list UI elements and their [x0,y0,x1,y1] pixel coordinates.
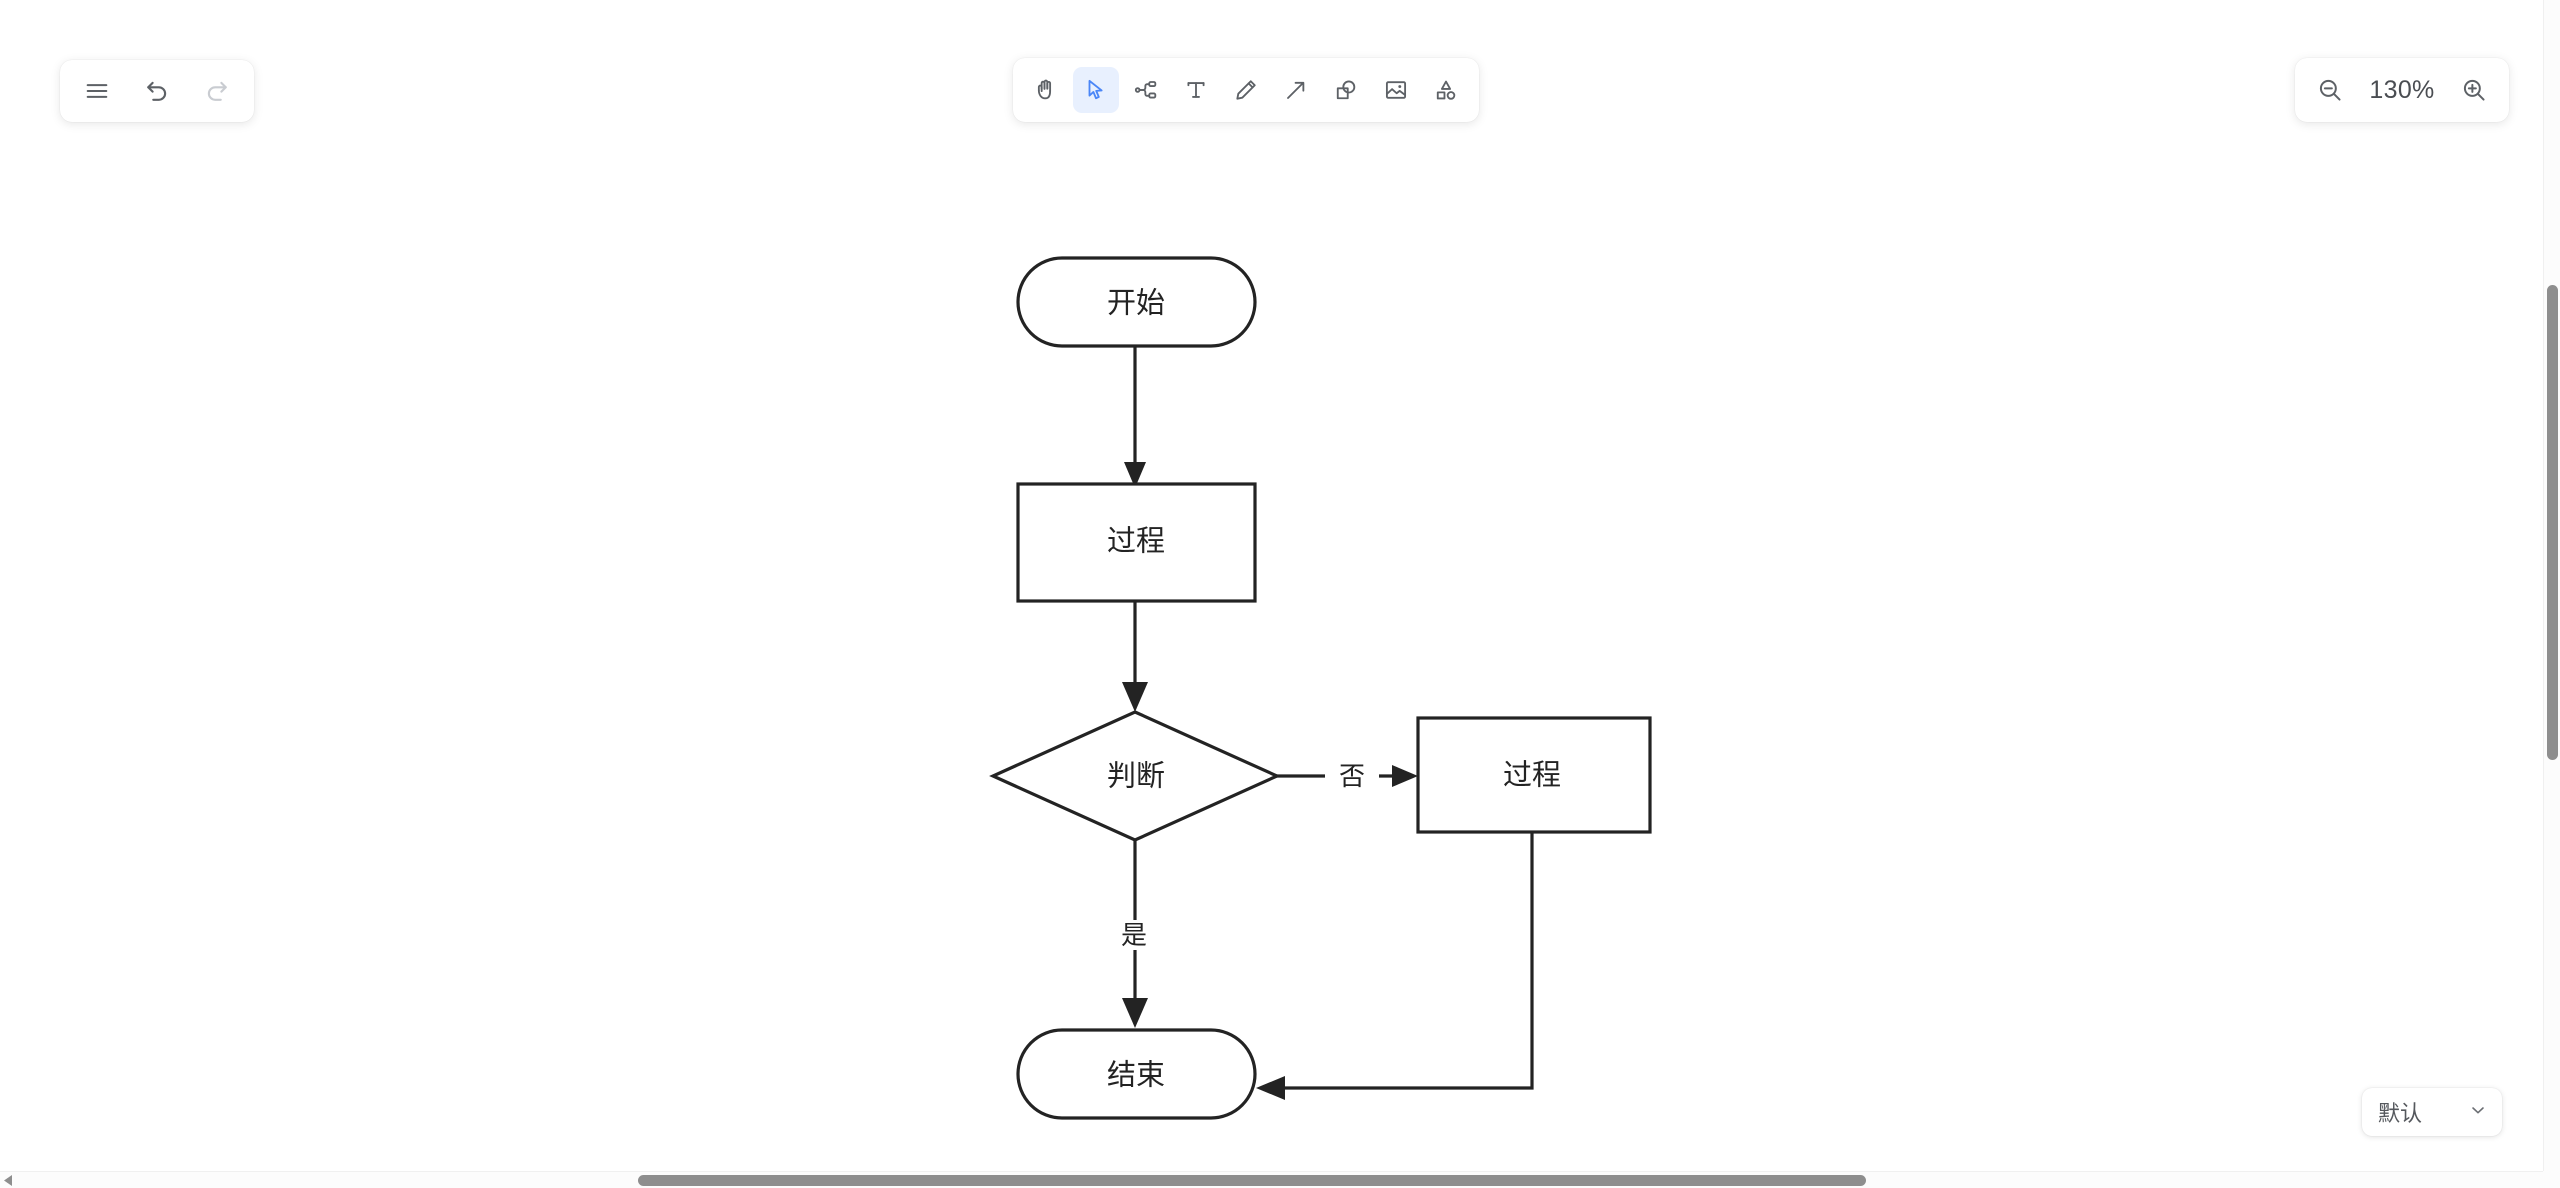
edge-decision-to-process2[interactable]: 否 [1276,761,1418,791]
node-process-2-label: 过程 [1503,759,1561,792]
tool-mindmap[interactable] [1123,67,1169,113]
edge-decision-to-end[interactable]: 是 [1121,838,1148,1028]
theme-select-value: 默认 [2378,1101,2423,1126]
undo-button[interactable] [134,68,180,114]
edge-label-yes: 是 [1121,920,1147,950]
edge-process1-to-decision[interactable] [1122,600,1148,712]
chevron-down-icon [2468,1100,2488,1125]
node-end-label: 结束 [1107,1059,1165,1092]
tool-image[interactable] [1373,67,1419,113]
vertical-scrollbar[interactable] [2543,0,2560,1172]
arrow-icon [1283,77,1309,103]
horizontal-scrollbar[interactable] [0,1171,2560,1188]
vertical-scrollbar-thumb[interactable] [2547,285,2558,760]
text-icon [1183,77,1209,103]
node-start-label: 开始 [1107,287,1165,320]
zoom-control-panel: 130% [2295,58,2509,122]
undo-icon [142,76,172,106]
scrollbar-corner [2543,1171,2560,1188]
node-process-1[interactable]: 过程 [1016,482,1257,603]
tool-shape-library[interactable] [1423,67,1469,113]
theme-select[interactable]: 默认 [2362,1088,2502,1136]
tool-pen[interactable] [1223,67,1269,113]
shapes-icon [1333,77,1359,103]
node-process-2[interactable]: 过程 [1416,716,1652,834]
tool-text[interactable] [1173,67,1219,113]
zoom-out-icon [2316,76,2344,104]
node-end[interactable]: 结束 [1016,1028,1257,1120]
node-process-1-label: 过程 [1107,525,1165,558]
main-toolbar [1013,58,1479,122]
shape-library-icon [1433,77,1459,103]
tool-shapes[interactable] [1323,67,1369,113]
redo-button[interactable] [194,68,240,114]
left-control-panel [60,60,254,122]
zoom-in-icon [2460,76,2488,104]
tool-arrow[interactable] [1273,67,1319,113]
node-start[interactable]: 开始 [1016,256,1257,348]
node-decision-label: 判断 [1107,760,1165,793]
tool-select[interactable] [1073,67,1119,113]
scroll-left-arrow-icon[interactable] [0,1172,17,1188]
zoom-in-button[interactable] [2451,67,2497,113]
node-decision[interactable]: 判断 [989,710,1281,842]
zoom-out-button[interactable] [2307,67,2353,113]
edge-label-no: 否 [1339,761,1365,791]
horizontal-scrollbar-thumb[interactable] [638,1175,1866,1186]
hamburger-menu-button[interactable] [74,68,120,114]
tool-hand[interactable] [1023,67,1069,113]
mindmap-icon [1133,77,1159,103]
cursor-arrow-icon [1083,77,1109,103]
image-icon [1383,77,1409,103]
hamburger-menu-icon [83,77,111,105]
pencil-icon [1233,77,1259,103]
zoom-level-label: 130% [2369,75,2435,104]
hand-icon [1033,77,1059,103]
redo-icon [202,76,232,106]
edge-process2-to-end[interactable] [1256,832,1534,1100]
